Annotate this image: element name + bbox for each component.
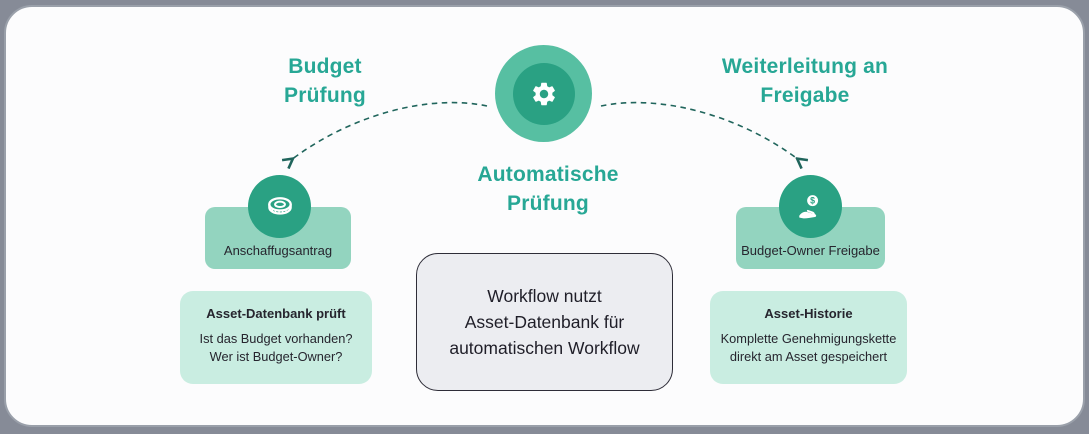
automatic-check-node <box>495 45 592 142</box>
svg-text:$: $ <box>810 195 815 205</box>
gear-badge <box>512 62 575 125</box>
gear-icon <box>530 80 558 108</box>
budget-owner-label: Budget-Owner Freigabe <box>741 243 880 258</box>
purchase-request-badge <box>248 175 311 238</box>
right-step-heading: Weiterleitung an Freigabe <box>721 55 889 107</box>
budget-owner-badge: $ <box>779 175 842 238</box>
asset-history-card-title: Asset-Historie <box>764 306 853 321</box>
coin-icon <box>264 191 296 223</box>
workflow-note-box: Workflow nutzt Asset-Datenbank für autom… <box>416 253 673 391</box>
asset-history-card: Asset-Historie Komplette Genehmigungsket… <box>710 291 907 384</box>
purchase-request-label: Anschaffugsantrag <box>223 243 333 258</box>
center-step-heading: Automatische Prüfung <box>477 163 619 215</box>
asset-history-card-body: Komplette Genehmigungskette direkt am As… <box>720 331 897 364</box>
asset-database-card-title: Asset-Datenbank prüft <box>206 306 346 321</box>
hand-dollar-icon: $ <box>795 191 827 223</box>
asset-database-card: Asset-Datenbank prüft Ist das Budget vor… <box>180 291 372 384</box>
asset-database-card-body: Ist das Budget vorhanden? Wer ist Budget… <box>199 331 353 364</box>
left-step-heading: Budget Prüfung <box>284 55 366 107</box>
